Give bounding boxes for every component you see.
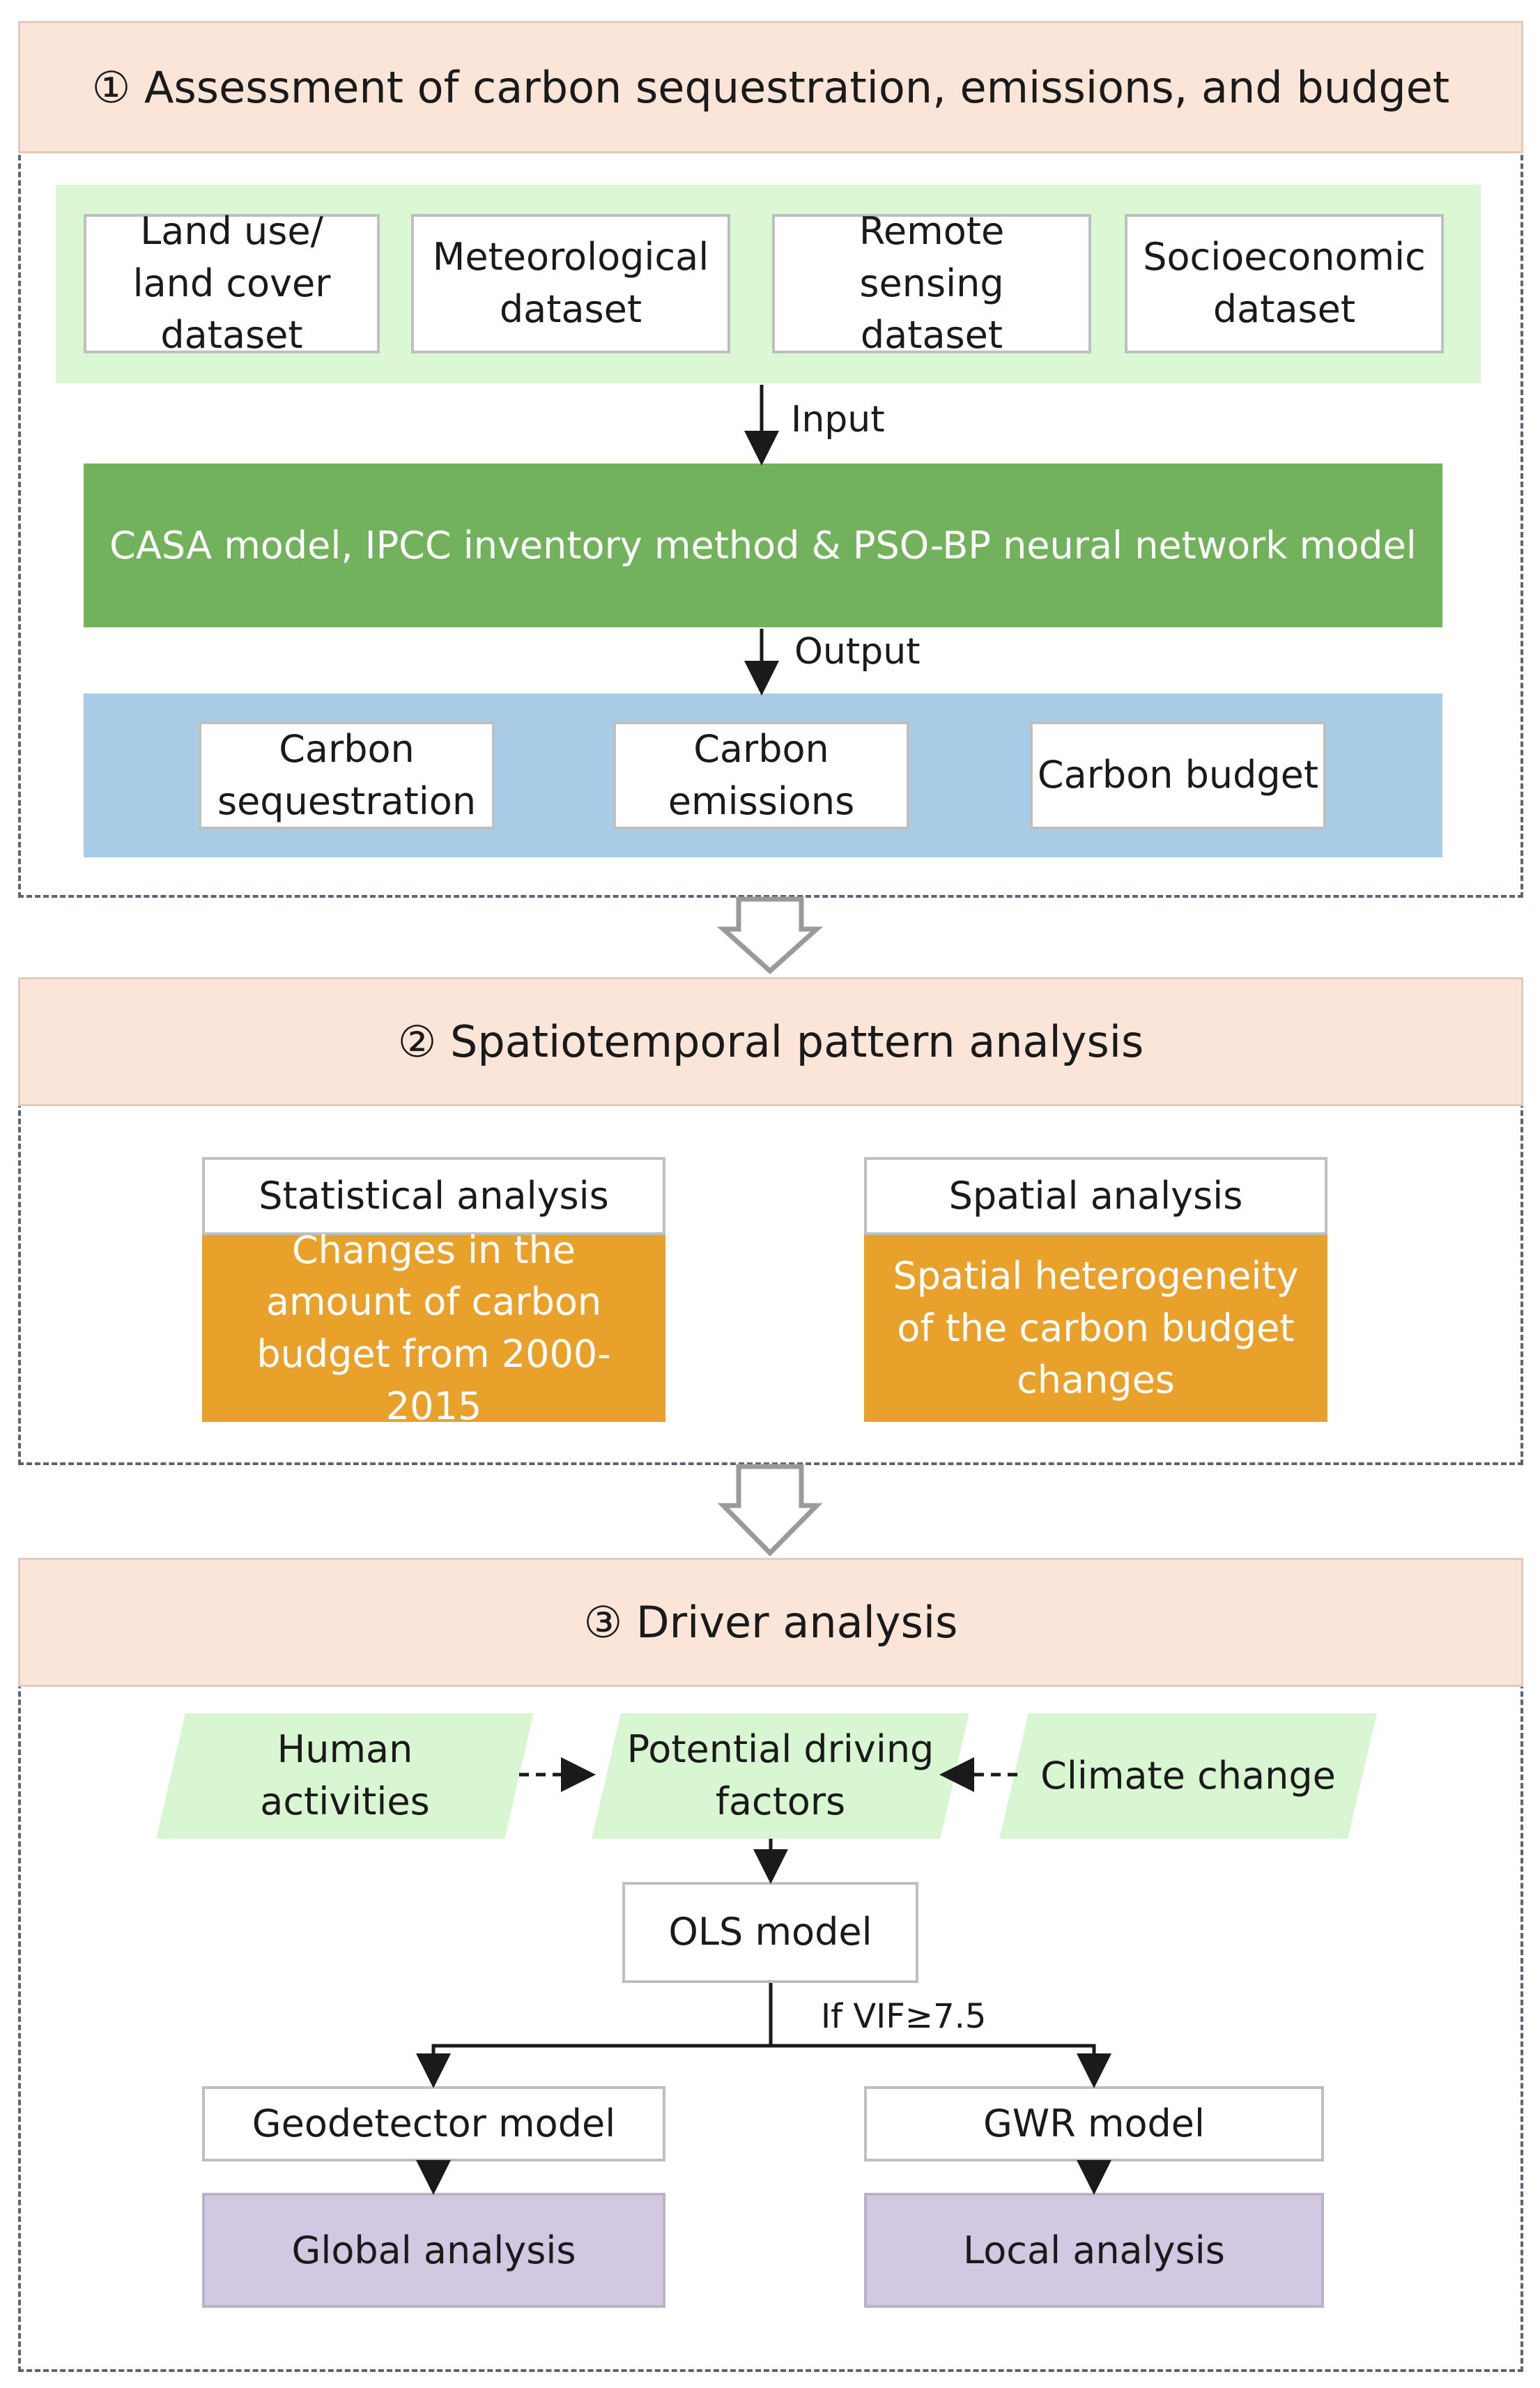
spatial-analysis-title: Spatial analysis: [864, 1157, 1327, 1235]
global-analysis-box: Global analysis: [202, 2193, 665, 2308]
climate-change-node: Climate change: [999, 1713, 1377, 1839]
input-label: Input: [791, 399, 885, 441]
section1-header: ① Assessment of carbon sequestration, em…: [18, 21, 1523, 153]
block-arrow-1: [716, 896, 824, 974]
dataset-land-use: Land use/ land cover dataset: [84, 209, 380, 357]
statistical-analysis-title: Statistical analysis: [202, 1157, 665, 1235]
vif-label: If VIF≥7.5: [821, 1997, 987, 2036]
local-analysis-box: Local analysis: [864, 2193, 1324, 2308]
dataset-remote-sensing: Remote sensing dataset: [772, 209, 1091, 357]
section2-header: ② Spatiotemporal pattern analysis: [18, 977, 1523, 1106]
potential-driving-factors-node: Potential driving factors: [592, 1713, 969, 1839]
section2-title: ② Spatiotemporal pattern analysis: [397, 1016, 1144, 1067]
output-carbon-sequestration: Carbon sequestration: [199, 721, 495, 829]
model-bar: CASA model, IPCC inventory method & PSO-…: [84, 464, 1442, 627]
ols-to-gwr-arrow: [771, 2044, 1111, 2088]
ols-to-geodetector-arrow: [416, 2044, 771, 2088]
output-label: Output: [794, 631, 921, 673]
section3-header: ③ Driver analysis: [18, 1558, 1523, 1687]
human-activities-node: Human activities: [156, 1713, 534, 1839]
block-arrow-2: [717, 1464, 823, 1556]
spatial-analysis-desc: Spatial heterogeneity of the carbon budg…: [864, 1235, 1327, 1422]
dataset-socioeconomic: Socioeconomic dataset: [1125, 214, 1444, 353]
ols-model-box: OLS model: [622, 1882, 918, 1983]
dataset-meteorological: Meteorological dataset: [411, 214, 730, 353]
section1-title: ① Assessment of carbon sequestration, em…: [91, 61, 1450, 113]
section3-title: ③ Driver analysis: [583, 1597, 958, 1648]
output-carbon-budget: Carbon budget: [1030, 721, 1326, 829]
statistical-analysis-desc: Changes in the amount of carbon budget f…: [202, 1228, 665, 1428]
output-carbon-emissions: Carbon emissions: [613, 721, 909, 829]
